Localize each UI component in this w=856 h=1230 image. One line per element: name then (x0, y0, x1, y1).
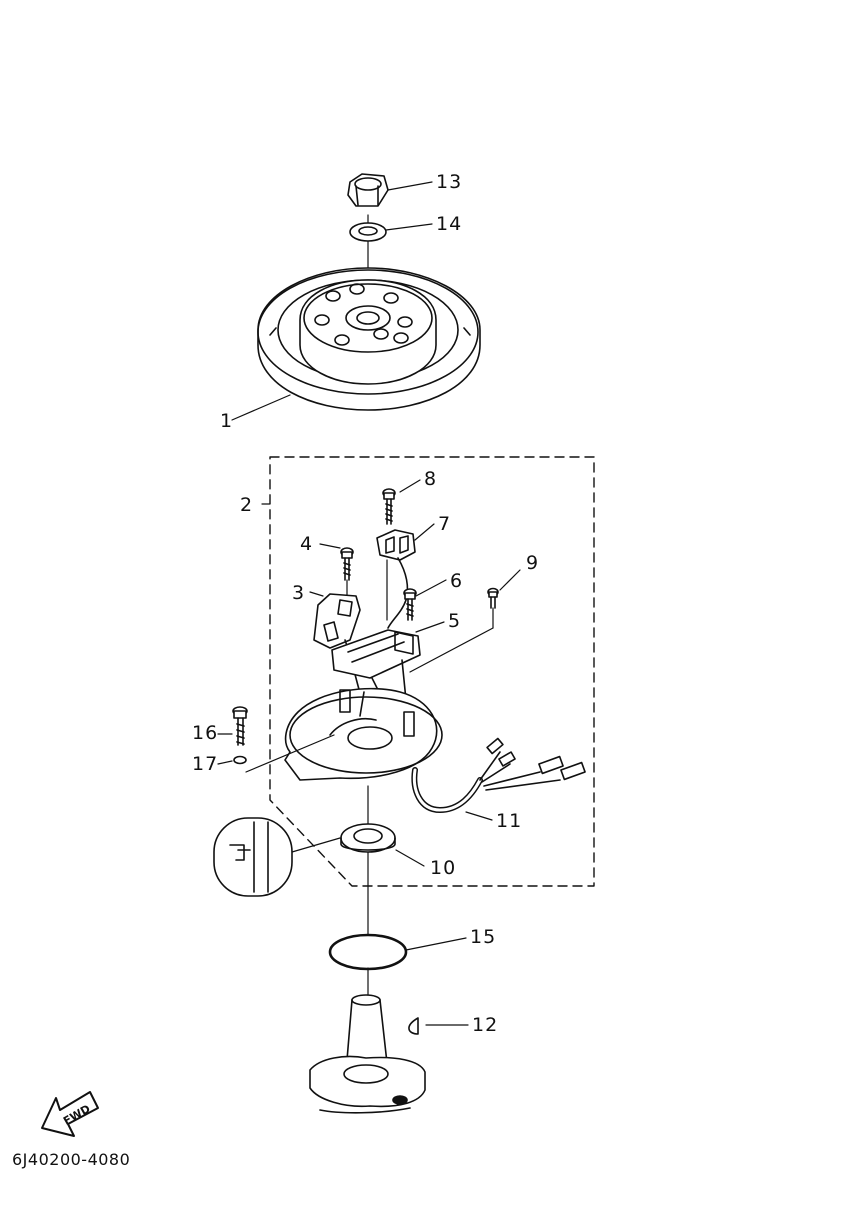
callout-14: 14 (436, 213, 463, 235)
oil-seal-10 (340, 823, 396, 853)
washer-17 (233, 734, 335, 773)
callout-2: 2 (240, 494, 254, 516)
callout-15: 15 (470, 926, 497, 948)
callout-10: 10 (430, 857, 457, 879)
bolt-16 (232, 706, 248, 746)
washer-14 (349, 222, 387, 242)
callout-9: 9 (526, 552, 540, 574)
callout-6: 6 (450, 570, 464, 592)
diagram-part-number: 6J40200-4080 (12, 1150, 131, 1169)
callout-7: 7 (438, 513, 452, 535)
callout-17: 17 (192, 753, 219, 775)
flywheel-1 (257, 267, 481, 411)
fwd-arrow-icon: FWD (41, 1091, 99, 1137)
screw-4 (340, 547, 354, 596)
wire-harness-11 (411, 737, 586, 813)
o-ring-15 (328, 933, 408, 971)
callout-5: 5 (448, 610, 462, 632)
leader-lines (217, 181, 521, 1026)
stator-assembly-dashed-outline (269, 456, 595, 887)
callout-11: 11 (496, 810, 523, 832)
woodruff-key-12 (408, 1017, 419, 1035)
screw-9 (409, 587, 499, 673)
pulser-coil-7 (376, 529, 416, 629)
callout-3: 3 (292, 582, 306, 604)
callout-1: 1 (220, 410, 234, 432)
callout-8: 8 (424, 468, 438, 490)
callout-16: 16 (192, 722, 219, 744)
callout-4: 4 (300, 533, 314, 555)
callout-13: 13 (436, 171, 463, 193)
hex-nut-13 (347, 173, 389, 207)
screw-6 (403, 588, 417, 621)
screw-8 (382, 488, 396, 525)
callout-12: 12 (472, 1014, 499, 1036)
seal-detail-inset (213, 817, 341, 897)
stator-base-plate (284, 687, 443, 781)
crankshaft-base (309, 994, 426, 1114)
